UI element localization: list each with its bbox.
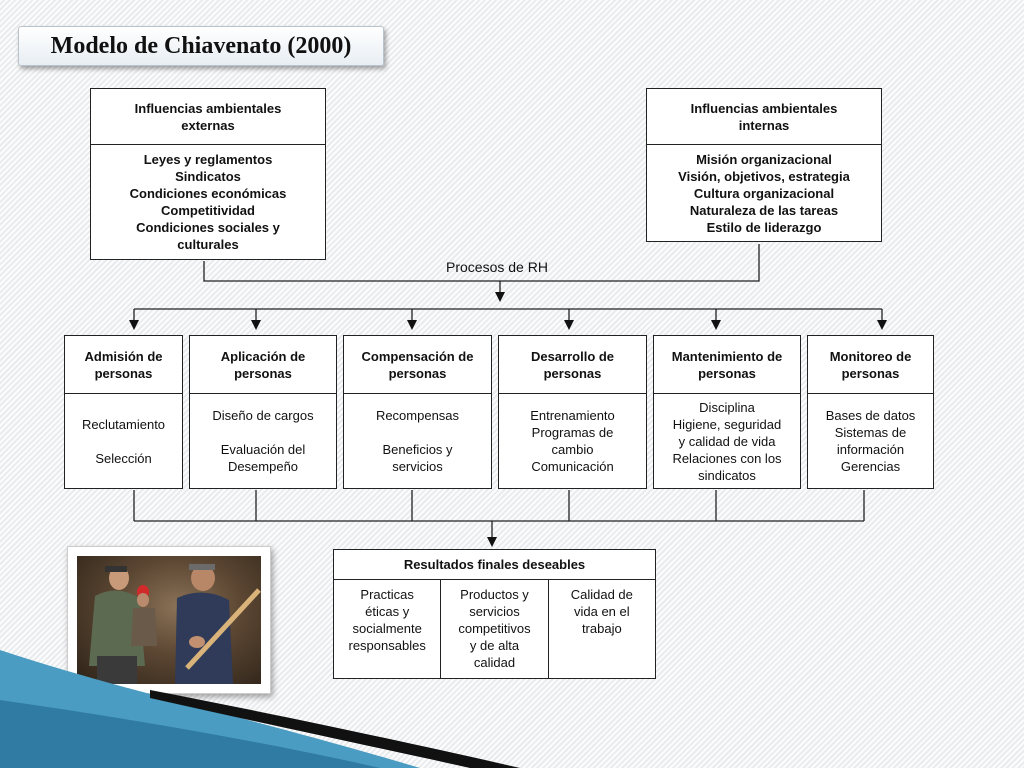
list-item: Estilo de liderazgo bbox=[706, 219, 822, 235]
internal-influences-list: Misión organizacional Visión, objetivos,… bbox=[647, 145, 881, 241]
process-header: Admisión de personas bbox=[65, 336, 182, 394]
processes-label: Procesos de RH bbox=[446, 259, 548, 275]
list-item: Sistemas de bbox=[834, 425, 907, 440]
list-item: Disciplina bbox=[699, 399, 755, 415]
list-item: Sindicatos bbox=[175, 169, 241, 184]
list-item: Reclutamiento bbox=[81, 416, 166, 432]
process-items: Bases de datos Sistemas de información G… bbox=[808, 394, 933, 488]
arrow-down-icon bbox=[711, 320, 721, 330]
process-header: Aplicación de personas bbox=[190, 336, 336, 394]
results-box: Resultados finales deseables Practicas é… bbox=[333, 549, 656, 679]
external-influences-box: Influencias ambientales externas Leyes y… bbox=[90, 88, 326, 260]
list-item: Naturaleza de las tareas bbox=[689, 202, 839, 218]
arrow-down-icon bbox=[877, 320, 887, 330]
list-item: Cultura organizacional bbox=[693, 185, 835, 201]
list-item: cambio bbox=[551, 442, 594, 457]
list-item: Relaciones con los bbox=[672, 450, 782, 466]
list-item: Condiciones económicas bbox=[129, 186, 287, 201]
list-item: Leyes y reglamentos bbox=[143, 152, 273, 167]
process-box-mantenimiento: Mantenimiento de personas Disciplina Hig… bbox=[653, 335, 801, 489]
list-item: Comunicación bbox=[531, 459, 614, 474]
list-item: Recompensas bbox=[375, 408, 460, 423]
arrow-down-icon bbox=[495, 292, 505, 302]
list-item: culturales bbox=[177, 237, 239, 252]
list-item: Bases de datos bbox=[825, 408, 916, 423]
result-column: Practicas éticas y socialmente responsab… bbox=[348, 587, 426, 653]
slide-title: Modelo de Chiavenato (2000) bbox=[18, 26, 384, 66]
list-item: Diseño de cargos bbox=[212, 408, 314, 423]
arrow-down-icon bbox=[487, 537, 497, 547]
process-items: Recompensas Beneficios y servicios bbox=[344, 394, 491, 488]
list-item: Entrenamiento bbox=[530, 408, 615, 423]
external-influences-header: Influencias ambientales externas bbox=[91, 89, 325, 145]
photo-frame bbox=[67, 546, 271, 694]
arrow-down-icon bbox=[407, 320, 417, 330]
list-item: sindicatos bbox=[698, 467, 756, 483]
list-item: Competitividad bbox=[161, 203, 255, 218]
list-item: servicios bbox=[392, 459, 443, 474]
list-item: Programas de bbox=[531, 425, 614, 440]
process-items: Reclutamiento Selección bbox=[65, 394, 182, 488]
process-header: Compensación de personas bbox=[344, 336, 491, 394]
arrow-down-icon bbox=[251, 320, 261, 330]
list-item: información bbox=[836, 442, 905, 457]
list-item: Evaluación del bbox=[220, 442, 306, 457]
external-influences-list: Leyes y reglamentos Sindicatos Condicion… bbox=[91, 145, 325, 259]
result-column: Productos y servicios competitivos y de … bbox=[440, 580, 547, 678]
internal-influences-header: Influencias ambientales internas bbox=[647, 89, 881, 145]
list-item: Selección bbox=[95, 450, 152, 466]
list-item: Higiene, seguridad bbox=[672, 416, 782, 432]
process-box-admision: Admisión de personas Reclutamiento Selec… bbox=[64, 335, 183, 489]
list-item: Gerencias bbox=[840, 459, 901, 474]
process-items: Diseño de cargos Evaluación del Desempeñ… bbox=[190, 394, 336, 488]
list-item: Desempeño bbox=[227, 459, 299, 474]
process-box-compensacion: Compensación de personas Recompensas Ben… bbox=[343, 335, 492, 489]
process-header: Mantenimiento de personas bbox=[654, 336, 800, 394]
internal-influences-box: Influencias ambientales internas Misión … bbox=[646, 88, 882, 242]
process-box-monitoreo: Monitoreo de personas Bases de datos Sis… bbox=[807, 335, 934, 489]
arrow-down-icon bbox=[129, 320, 139, 330]
list-item: Condiciones sociales y bbox=[136, 220, 280, 235]
results-columns: Practicas éticas y socialmente responsab… bbox=[334, 580, 655, 678]
process-header: Monitoreo de personas bbox=[808, 336, 933, 394]
process-items: Entrenamiento Programas de cambio Comuni… bbox=[499, 394, 646, 488]
list-item: Misión organizacional bbox=[696, 151, 832, 167]
results-header: Resultados finales deseables bbox=[334, 550, 655, 580]
process-box-aplicacion: Aplicación de personas Diseño de cargos … bbox=[189, 335, 337, 489]
workers-illustration bbox=[89, 564, 261, 684]
arrow-down-icon bbox=[564, 320, 574, 330]
list-item: Visión, objetivos, estrategia bbox=[678, 168, 850, 184]
result-column: Calidad de vida en el trabajo bbox=[547, 580, 655, 678]
list-item: y calidad de vida bbox=[678, 433, 776, 449]
process-header: Desarrollo de personas bbox=[499, 336, 646, 394]
list-item: Beneficios y bbox=[382, 442, 453, 457]
process-box-desarrollo: Desarrollo de personas Entrenamiento Pro… bbox=[498, 335, 647, 489]
workers-photo bbox=[77, 556, 261, 684]
process-items: Disciplina Higiene, seguridad y calidad … bbox=[654, 394, 800, 488]
